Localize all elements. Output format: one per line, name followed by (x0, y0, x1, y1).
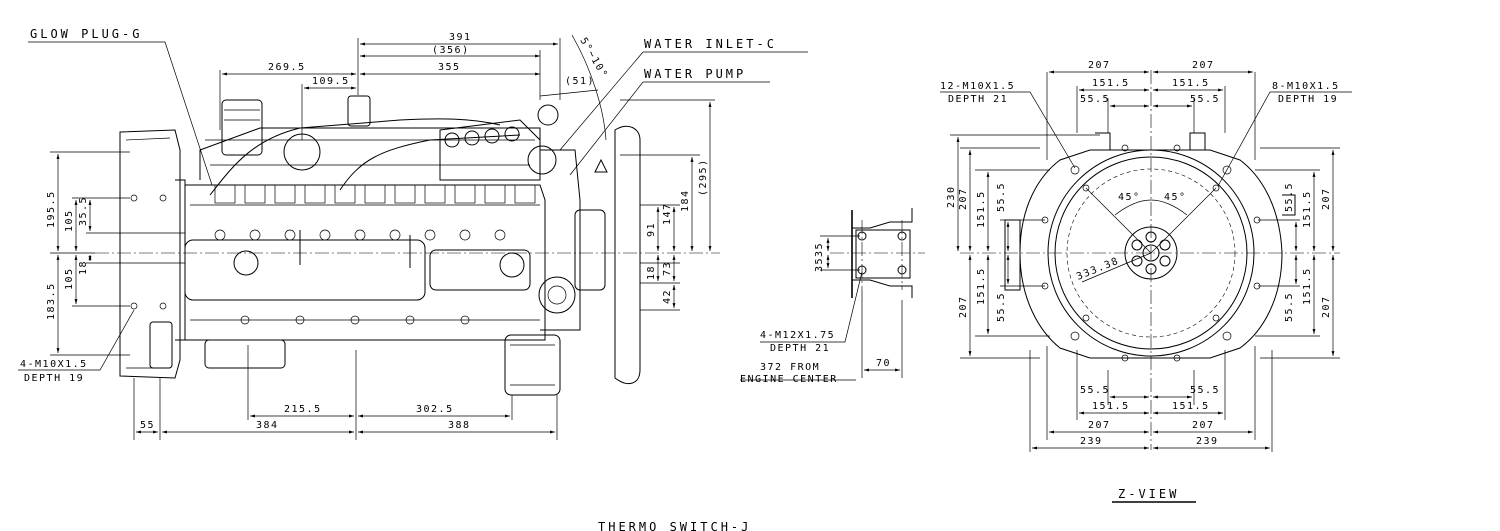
dim-215: 215.5 (284, 404, 322, 415)
zv-dim-r55b: 55.5 (1284, 292, 1295, 322)
zv-angle-45l: 45° (1118, 192, 1141, 203)
side-view-labels: GLOW PLUG-G WATER INLET-C WATER PUMP THE… (20, 27, 777, 531)
dim-18b: 18 (646, 265, 657, 280)
dim-302: 302.5 (416, 404, 454, 415)
zv-dim-l230: 230 (946, 185, 957, 208)
zv-dim-r55a: 55.5 (1284, 182, 1295, 212)
zv-left-callout-1: 12-M10X1.5 (940, 81, 1015, 92)
dim-195: 195.5 (46, 190, 57, 228)
bolt-mid-label-2: DEPTH 21 (770, 343, 830, 354)
zv-dim-r207a: 207 (1321, 187, 1332, 210)
zv-angle-45r: 45° (1164, 192, 1187, 203)
zv-dim-t207l: 207 (1088, 60, 1111, 71)
bolt-left-label-2: DEPTH 19 (24, 373, 84, 384)
side-view (95, 95, 720, 396)
water-pump-label: WATER PUMP (644, 67, 746, 81)
dim-105b: 105 (64, 267, 75, 290)
zv-dim-l207a: 207 (958, 187, 969, 210)
zv-dim-b151l: 151.5 (1092, 401, 1130, 412)
bolt-mid-label-1: 4-M12X1.75 (760, 330, 835, 341)
thermo-switch-label: THERMO SWITCH-J (598, 520, 751, 531)
dim-18a: 18 (78, 260, 89, 275)
angle-label: 5°~10° (577, 36, 609, 81)
bolt-left-label-1: 4-M10X1.5 (20, 359, 88, 370)
zv-dim-t55l: 55.5 (1080, 94, 1110, 105)
zv-dim-l55b: 55.5 (996, 292, 1007, 322)
dim-355: 355 (438, 62, 461, 73)
dim-384: 384 (256, 420, 279, 431)
dim-35: 35.5 (78, 196, 89, 226)
mount-bracket-labels: 3535 70 4-M12X1.75 DEPTH 21 372 FROM ENG… (740, 242, 891, 385)
dim-42: 42 (662, 289, 673, 304)
glow-plug-label: GLOW PLUG-G (30, 27, 142, 41)
zv-dim-b55r: 55.5 (1190, 385, 1220, 396)
z-view (960, 70, 1340, 450)
zv-dim-r207b: 207 (1321, 295, 1332, 318)
zv-dim-t207r: 207 (1192, 60, 1215, 71)
dim-109: 109.5 (312, 76, 350, 87)
dim-183: 183.5 (46, 282, 57, 320)
zv-right-callout-1: 8-M10X1.5 (1272, 81, 1340, 92)
zv-dim-r151a: 151.5 (1302, 190, 1313, 228)
zv-dim-t55r: 55.5 (1190, 94, 1220, 105)
zv-dim-l151b: 151.5 (976, 267, 987, 305)
dim-105a: 105 (64, 209, 75, 232)
zv-dim-b207l: 207 (1088, 420, 1111, 431)
zv-dim-b239r: 239 (1196, 436, 1219, 447)
dim-388: 388 (448, 420, 471, 431)
water-inlet-label: WATER INLET-C (644, 37, 777, 51)
z-view-title: Z-VIEW (1118, 487, 1179, 501)
zv-dim-b151r: 151.5 (1172, 401, 1210, 412)
z-view-labels: Z-VIEW 12-M10X1.5 DEPTH 21 8-M10X1.5 DEP… (940, 60, 1340, 501)
zv-dim-t151r: 151.5 (1172, 78, 1210, 89)
dim-184: 184 (680, 189, 691, 212)
zv-pcd: 333.38 (1075, 256, 1121, 283)
dim-3535: 3535 (814, 242, 825, 272)
zv-dim-l55a: 55.5 (996, 182, 1007, 212)
dim-51: (51) (565, 76, 595, 87)
zv-dim-r151b: 151.5 (1302, 267, 1313, 305)
dim-269: 269.5 (268, 62, 306, 73)
zv-right-callout-2: DEPTH 19 (1278, 94, 1338, 105)
from-center-label-1: 372 FROM (760, 362, 820, 373)
dim-73: 73 (662, 261, 673, 276)
side-view-dimensions (18, 34, 808, 440)
zv-dim-l207b: 207 (958, 295, 969, 318)
z-view-dimensions (940, 70, 1352, 503)
dim-147: 147 (662, 202, 673, 225)
dim-391: 391 (449, 32, 472, 43)
zv-dim-l151a: 151.5 (976, 190, 987, 228)
from-center-label-2: ENGINE CENTER (740, 374, 838, 385)
dim-70: 70 (876, 358, 891, 369)
mount-bracket-view (740, 208, 925, 381)
dim-91: 91 (646, 222, 657, 237)
zv-dim-b55l: 55.5 (1080, 385, 1110, 396)
zv-dim-t151l: 151.5 (1092, 78, 1130, 89)
zv-left-callout-2: DEPTH 21 (948, 94, 1008, 105)
dim-295: (295) (698, 158, 709, 196)
zv-dim-b239l: 239 (1080, 436, 1103, 447)
dim-356: (356) (432, 45, 470, 56)
zv-dim-b207r: 207 (1192, 420, 1215, 431)
dim-55: 55 (140, 420, 155, 431)
